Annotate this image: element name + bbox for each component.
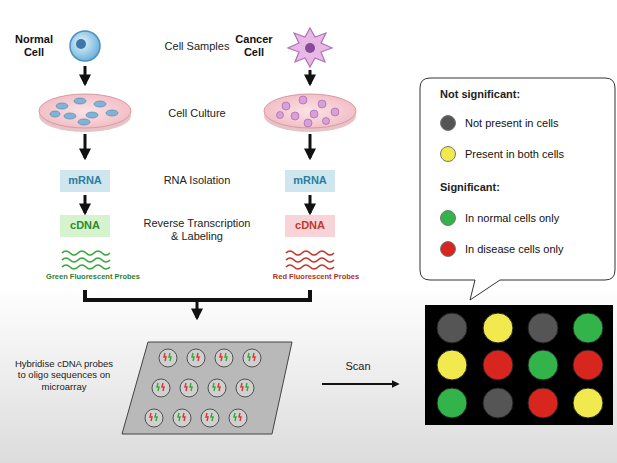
array-spot xyxy=(173,409,191,427)
node-text: mRNA xyxy=(293,174,327,187)
array-spot xyxy=(180,379,198,397)
probe-mark xyxy=(241,383,243,391)
text-label: Cell Samples xyxy=(142,40,252,53)
cancer-cell-icon xyxy=(288,28,332,67)
legend-text: In normal cells only xyxy=(465,212,559,224)
array-spot xyxy=(201,409,219,427)
result-dot xyxy=(437,313,467,343)
result-dot xyxy=(437,350,467,380)
normal-cell-icon xyxy=(70,31,100,61)
probe-mark xyxy=(248,353,250,361)
result-dot xyxy=(483,313,513,343)
cell-label: Normal Cell xyxy=(9,30,59,63)
legend-swatch xyxy=(440,210,456,226)
node-text: Normal Cell xyxy=(9,33,59,59)
array-spot xyxy=(145,409,163,427)
array-spot xyxy=(187,349,205,367)
legend-swatch xyxy=(440,241,456,257)
node-text: cDNA xyxy=(70,219,100,232)
probe-mark xyxy=(234,413,236,421)
scan-result-dots xyxy=(437,313,603,418)
legend-text: Not present in cells xyxy=(465,117,559,129)
probe-mark xyxy=(192,353,194,361)
text-label: Significant: xyxy=(440,181,590,194)
probe-mark xyxy=(164,353,166,361)
array-spot xyxy=(236,379,254,397)
legend-item: Not present in cells xyxy=(440,115,559,131)
array-spot xyxy=(208,379,226,397)
probe-mark xyxy=(157,383,159,391)
microarray-slide xyxy=(122,342,292,434)
cell-label: Cancer Cell xyxy=(229,30,279,63)
green-probe-waves xyxy=(62,251,110,269)
array-spot xyxy=(215,349,233,367)
text-label: Green Fluorescent Probes xyxy=(33,272,153,281)
array-spot xyxy=(159,349,177,367)
red-probe-waves xyxy=(286,251,334,269)
text-label: RNA Isolation xyxy=(142,174,252,187)
result-dot xyxy=(483,388,513,418)
legend-bubble xyxy=(420,78,615,300)
result-dot xyxy=(573,313,603,343)
node-text: Cancer Cell xyxy=(229,33,279,59)
text-label: Hybridise cDNA probes to oligo sequences… xyxy=(14,358,114,392)
process-box: mRNA xyxy=(285,170,335,192)
probe-mark xyxy=(178,413,180,421)
probe-mark xyxy=(211,413,213,421)
text-label: Reverse Transcription & Labeling xyxy=(142,217,252,243)
probe-mark xyxy=(213,383,215,391)
result-dot xyxy=(437,388,467,418)
probe-mark xyxy=(253,353,255,361)
probe-mark xyxy=(197,353,199,361)
flow-connector xyxy=(309,195,312,213)
legend-item: In disease cells only xyxy=(440,241,563,257)
probe-mark xyxy=(183,413,185,421)
petri-dish xyxy=(39,94,131,132)
probe-mark xyxy=(220,353,222,361)
probe-mark xyxy=(190,383,192,391)
result-dot xyxy=(528,350,558,380)
result-dot xyxy=(483,350,513,380)
process-box: cDNA xyxy=(60,215,110,237)
scan-arrow xyxy=(322,383,398,385)
legend-swatch xyxy=(440,115,456,131)
node-text: mRNA xyxy=(68,174,102,187)
result-dot xyxy=(528,388,558,418)
array-spot xyxy=(152,379,170,397)
process-box: mRNA xyxy=(60,170,110,192)
probe-mark xyxy=(225,353,227,361)
process-box: cDNA xyxy=(285,215,335,237)
probe-mark xyxy=(246,383,248,391)
flow-connector xyxy=(84,195,87,213)
probe-mark xyxy=(218,383,220,391)
probe-mark xyxy=(150,413,152,421)
probe-mark xyxy=(239,413,241,421)
scan-result-panel xyxy=(425,305,613,425)
probe-mark xyxy=(162,383,164,391)
text-label: Not significant: xyxy=(440,88,590,101)
text-label: Scan xyxy=(328,360,388,373)
legend-item: Present in both cells xyxy=(440,146,564,162)
merge-bracket xyxy=(85,290,310,318)
text-label: Cell Culture xyxy=(142,107,252,120)
result-dot xyxy=(573,350,603,380)
result-dot xyxy=(528,313,558,343)
legend-swatch xyxy=(440,146,456,162)
probe-mark xyxy=(155,413,157,421)
result-dot xyxy=(573,388,603,418)
background-band xyxy=(0,285,617,463)
node-text: cDNA xyxy=(295,219,325,232)
legend-text: In disease cells only xyxy=(465,243,563,255)
text-label: Red Fluorescent Probes xyxy=(256,272,376,281)
array-spot xyxy=(229,409,247,427)
legend-text: Present in both cells xyxy=(465,148,564,160)
probe-mark xyxy=(169,353,171,361)
petri-dish xyxy=(264,94,356,132)
probe-mark xyxy=(206,413,208,421)
array-spot xyxy=(243,349,261,367)
legend-item: In normal cells only xyxy=(440,210,559,226)
probe-mark xyxy=(185,383,187,391)
